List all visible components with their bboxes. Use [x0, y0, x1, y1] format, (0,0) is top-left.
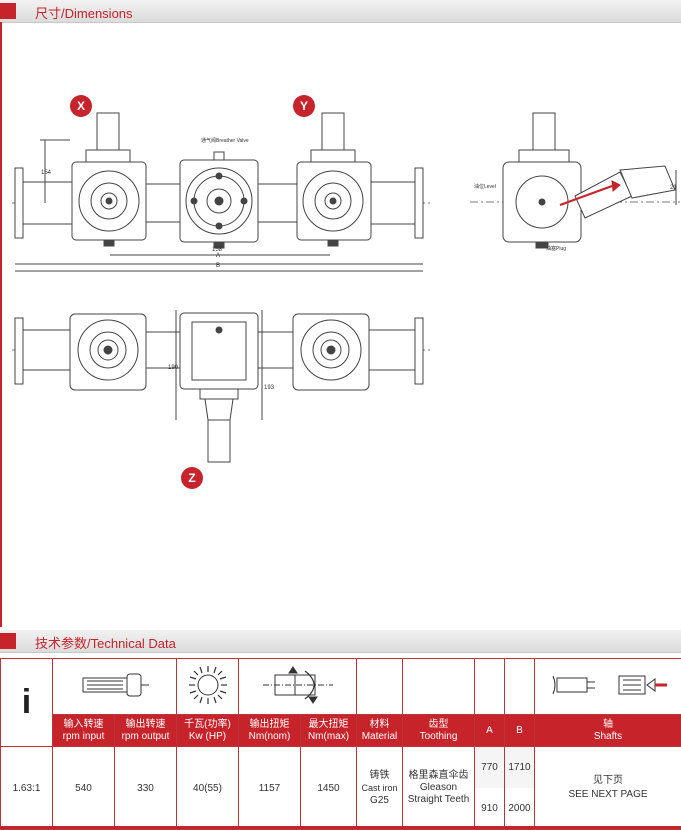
cell-b-1: 1710 — [505, 747, 535, 789]
side-view — [470, 113, 680, 248]
material-icon-cell — [357, 659, 403, 715]
technical-table: i — [0, 658, 681, 830]
breather-note: 通气阀Breather Valve — [201, 137, 249, 144]
level-note: 油位Level — [474, 183, 496, 190]
view-x-marker: X — [70, 95, 92, 117]
technical-title: 技术参数/Technical Data — [35, 633, 176, 652]
technical-header: 技术参数/Technical Data — [0, 630, 681, 653]
dim-21: 21 — [670, 185, 677, 191]
section-marker — [0, 633, 16, 649]
shafts-icon — [535, 659, 681, 715]
plug-note: 油塞Plug — [546, 245, 566, 252]
dim-a: A — [216, 253, 220, 259]
cell-a-2: 910 — [475, 788, 505, 830]
cell-a-1: 770 — [475, 747, 505, 789]
torque-icon — [239, 659, 357, 715]
technical-drawing — [0, 0, 681, 630]
gear-icon — [177, 659, 239, 715]
cell-ratio: 1.63:1 — [1, 747, 53, 830]
cell-nm-max: 1450 — [301, 747, 357, 830]
toothing-icon-cell — [403, 659, 475, 715]
cell-kw: 40(55) — [177, 747, 239, 830]
dim-193: 193 — [264, 385, 274, 391]
view-z-marker: Z — [181, 467, 203, 489]
cell-rpm-output: 330 — [115, 747, 177, 830]
view-y-marker: Y — [293, 95, 315, 117]
dim-154: 154 — [41, 170, 51, 176]
dim-b: B — [216, 263, 220, 269]
cell-b-2: 2000 — [505, 788, 535, 830]
shaft-input-icon — [53, 659, 177, 715]
a-icon-cell — [475, 659, 505, 715]
top-view — [12, 310, 430, 462]
dim-190: 190 — [168, 365, 178, 371]
cell-rpm-input: 540 — [53, 747, 115, 830]
header-kw: 千瓦(功率)Kw (HP) — [177, 715, 239, 747]
header-b: B — [505, 715, 535, 747]
header-a: A — [475, 715, 505, 747]
cell-nm-nom: 1157 — [239, 747, 301, 830]
b-icon-cell — [505, 659, 535, 715]
info-symbol: i — [1, 659, 53, 747]
